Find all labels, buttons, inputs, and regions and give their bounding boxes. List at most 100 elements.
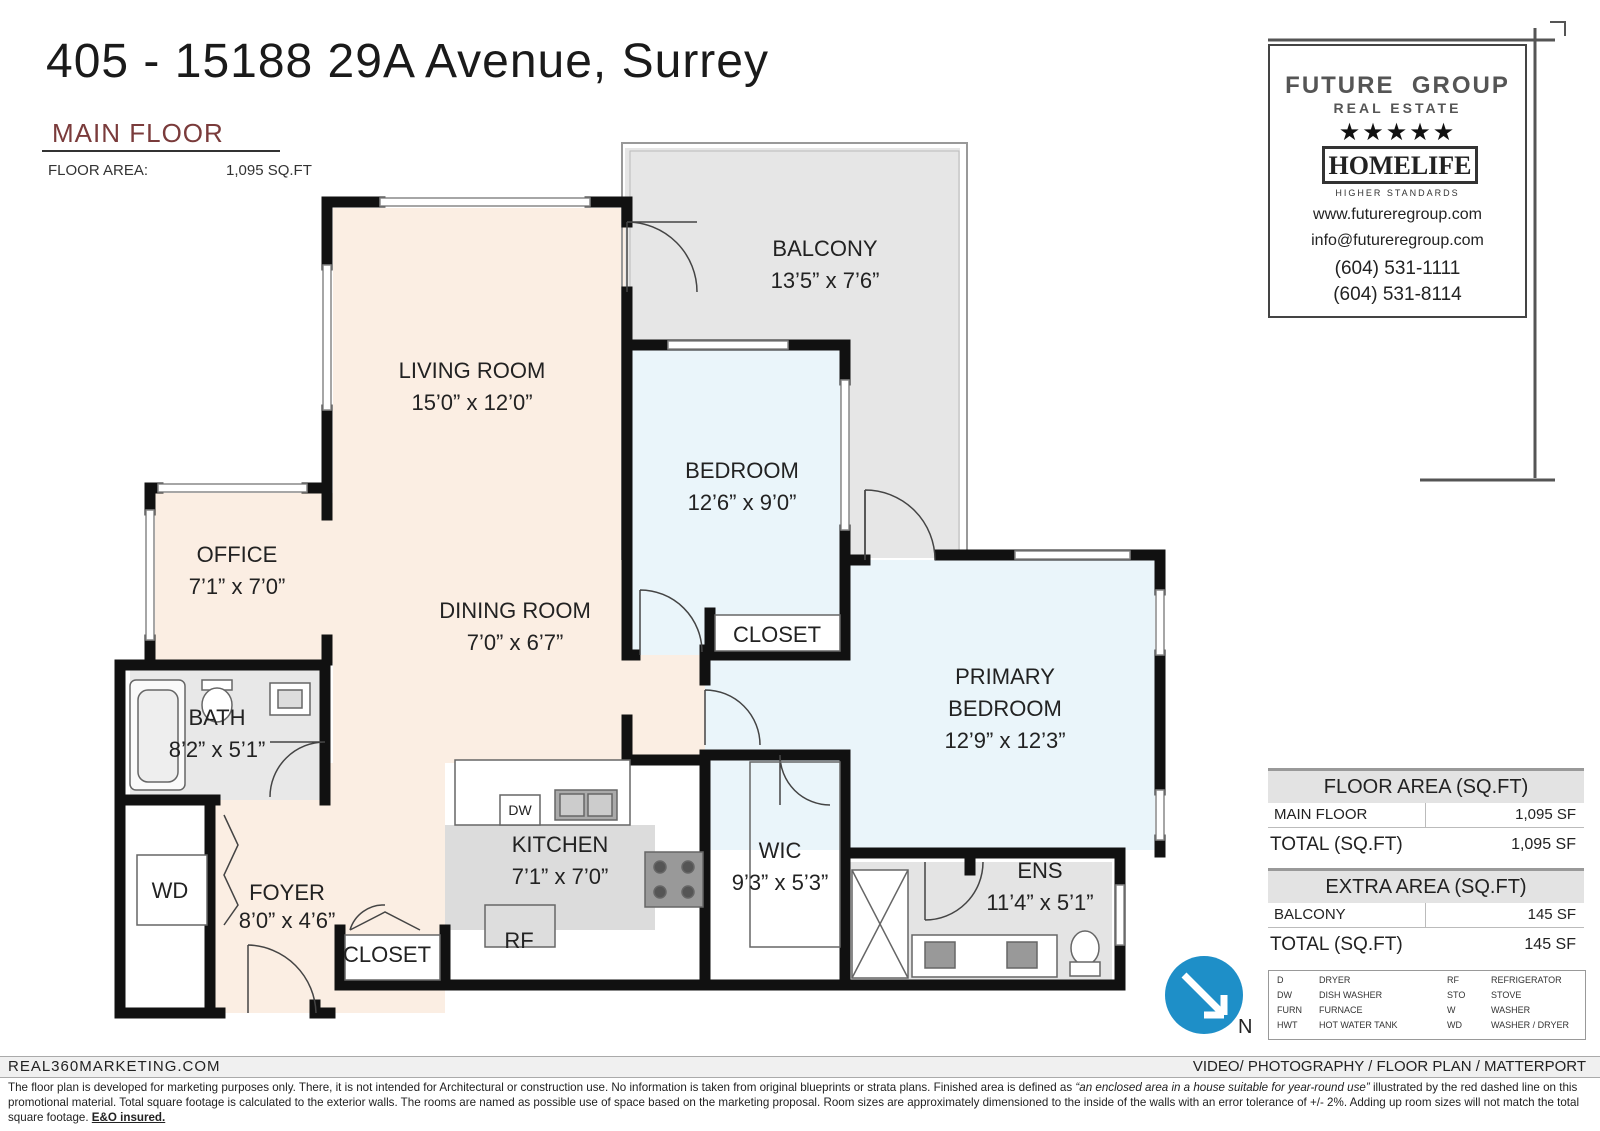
legend-code: HWT: [1277, 1020, 1298, 1030]
refrigerator-label: RF: [504, 928, 533, 953]
floor-area-table: FLOOR AREA (SQ.FT) MAIN FLOOR 1,095 SF T…: [1268, 768, 1584, 862]
wic-label: WIC: [759, 838, 802, 863]
ensuite-label: ENS: [1017, 858, 1062, 883]
legend-code: RF: [1447, 975, 1459, 985]
dining-room-size: 7’0” x 6’7”: [467, 630, 564, 655]
floor-area-row-label: MAIN FLOOR: [1268, 803, 1426, 827]
extra-area-table: EXTRA AREA (SQ.FT) BALCONY 145 SF TOTAL …: [1268, 868, 1584, 962]
stove: [644, 851, 704, 908]
footer-website: REAL360MARKETING.COM: [8, 1058, 221, 1075]
office-label: OFFICE: [197, 542, 278, 567]
foyer-label: FOYER: [249, 880, 325, 905]
walls: [114, 196, 1166, 1019]
legend-name: DRYER: [1319, 975, 1351, 985]
bedroom-label: BEDROOM: [685, 458, 799, 483]
legend-name: WASHER: [1491, 1005, 1531, 1015]
floor-area-value: 1,095 SQ.FT: [226, 162, 312, 179]
extra-area-row-value: 145 SF: [1527, 906, 1576, 923]
kitchen-size: 7’1” x 7’0”: [512, 864, 609, 889]
balcony-label: BALCONY: [772, 236, 877, 261]
legend-name: HOT WATER TANK: [1319, 1020, 1398, 1030]
sign-email: info@futureregroup.com: [1311, 232, 1484, 249]
legend-code: D: [1277, 975, 1284, 985]
page-title: 405 - 15188 29A Avenue, Surrey: [46, 35, 769, 88]
sign-post: [1268, 21, 1566, 482]
floor-area-row-value: 1,095 SF: [1515, 806, 1576, 823]
living-room-label: LIVING ROOM: [399, 358, 546, 383]
floor-area-table-head: FLOOR AREA (SQ.FT): [1268, 768, 1584, 803]
disclaimer: The floor plan is developed for marketin…: [8, 1080, 1590, 1125]
disclaimer-definition: “an enclosed area in a house suitable fo…: [1075, 1081, 1370, 1094]
dishwasher: [499, 794, 541, 826]
living-room-area: [333, 208, 625, 763]
legend-name: WASHER / DRYER: [1491, 1020, 1570, 1030]
legend-code: FURN: [1277, 1005, 1302, 1015]
floor-area-total-label: TOTAL (SQ.FT): [1270, 834, 1403, 855]
dishwasher-label: DW: [508, 802, 532, 818]
sign-brand-tagline: HIGHER STANDARDS: [1335, 188, 1460, 198]
closet-shelf: [714, 614, 841, 652]
wic-shelf: [749, 761, 841, 948]
footer-services: VIDEO/ PHOTOGRAPHY / FLOOR PLAN / MATTER…: [1192, 1058, 1586, 1075]
foyer-size: 8’0” x 4’6”: [239, 908, 336, 933]
disclaimer-insured: E&O insured.: [91, 1111, 166, 1124]
extra-area-table-head: EXTRA AREA (SQ.FT): [1268, 868, 1584, 903]
dining-room-label: DINING ROOM: [439, 598, 591, 623]
bath-size: 8’2” x 5’1”: [169, 737, 266, 762]
floor-label: MAIN FLOOR: [52, 118, 224, 148]
ensuite-toilet: [1070, 930, 1100, 966]
compass-icon: [1165, 956, 1243, 1034]
primary-bedroom-area: [705, 560, 1155, 850]
extra-area-total: TOTAL (SQ.FT) 145 SF: [1268, 928, 1584, 962]
floor-label-rule: [42, 150, 280, 152]
ensuite-size: 11’4” x 5’1”: [986, 890, 1093, 915]
legend-code: WD: [1447, 1020, 1462, 1030]
extra-area-total-value: 145 SF: [1524, 936, 1576, 953]
extra-area-total-label: TOTAL (SQ.FT): [1270, 934, 1403, 955]
office-area: [155, 493, 335, 663]
realtor-sign: FUTURE GROUP REAL ESTATE ★★★★★ HOMELIFE …: [1268, 44, 1527, 318]
table-row: BALCONY 145 SF: [1268, 903, 1584, 928]
sign-website: www.futureregroup.com: [1313, 206, 1482, 223]
foyer-closet-shelf: [344, 934, 441, 981]
compass-north-label: N: [1238, 1016, 1253, 1038]
sign-phone-2: (604) 531-8114: [1333, 284, 1462, 305]
legend-code: DW: [1277, 990, 1292, 1000]
bedroom-size: 12’6” x 9’0”: [688, 490, 797, 515]
floor-area-total: TOTAL (SQ.FT) 1,095 SF: [1268, 828, 1584, 862]
legend-code: STO: [1447, 990, 1466, 1000]
living-room-size: 15’0” x 12’0”: [411, 390, 532, 415]
legend-name: DISH WASHER: [1319, 990, 1383, 1000]
bedroom-closet-label: CLOSET: [733, 622, 821, 647]
windows: [145, 197, 1165, 946]
floor-area-total-value: 1,095 SF: [1511, 836, 1576, 853]
primary-bedroom-label-1: PRIMARY: [955, 664, 1055, 689]
fixtures: [129, 614, 1101, 981]
primary-bedroom-size: 12’9” x 12’3”: [944, 728, 1065, 753]
bath-sink: [269, 682, 311, 716]
dining-extension-area: [625, 655, 705, 760]
disclaimer-text-1: The floor plan is developed for marketin…: [8, 1081, 1076, 1094]
sign-phone-1: (604) 531-1111: [1334, 258, 1461, 279]
abbreviation-legend: D DRYER DW DISH WASHER FURN FURNACE HWT …: [1268, 970, 1586, 1040]
foyer-closet-label: CLOSET: [343, 942, 431, 967]
footer-bar: [0, 1056, 1600, 1078]
primary-bedroom-label-2: BEDROOM: [948, 696, 1062, 721]
bath-label: BATH: [188, 705, 245, 730]
extra-area-row-label: BALCONY: [1268, 903, 1426, 927]
table-row: MAIN FLOOR 1,095 SF: [1268, 803, 1584, 828]
floor-area-label: FLOOR AREA:: [48, 162, 149, 179]
legend-name: FURNACE: [1319, 1005, 1363, 1015]
wic-size: 9’3” x 5’3”: [732, 870, 829, 895]
legend-name: REFRIGERATOR: [1491, 975, 1562, 985]
balcony-size: 13’5” x 7’6”: [771, 268, 880, 293]
star-icon: ★★★★★: [1338, 119, 1457, 146]
sign-company: FUTURE GROUP: [1285, 72, 1510, 99]
legend-name: STOVE: [1491, 990, 1522, 1000]
kitchen-label: KITCHEN: [512, 832, 609, 857]
sign-brand: HOMELIFE: [1322, 146, 1478, 184]
legend-code: W: [1447, 1005, 1456, 1015]
doors: [223, 221, 984, 1014]
office-size: 7’1” x 7’0”: [189, 574, 286, 599]
